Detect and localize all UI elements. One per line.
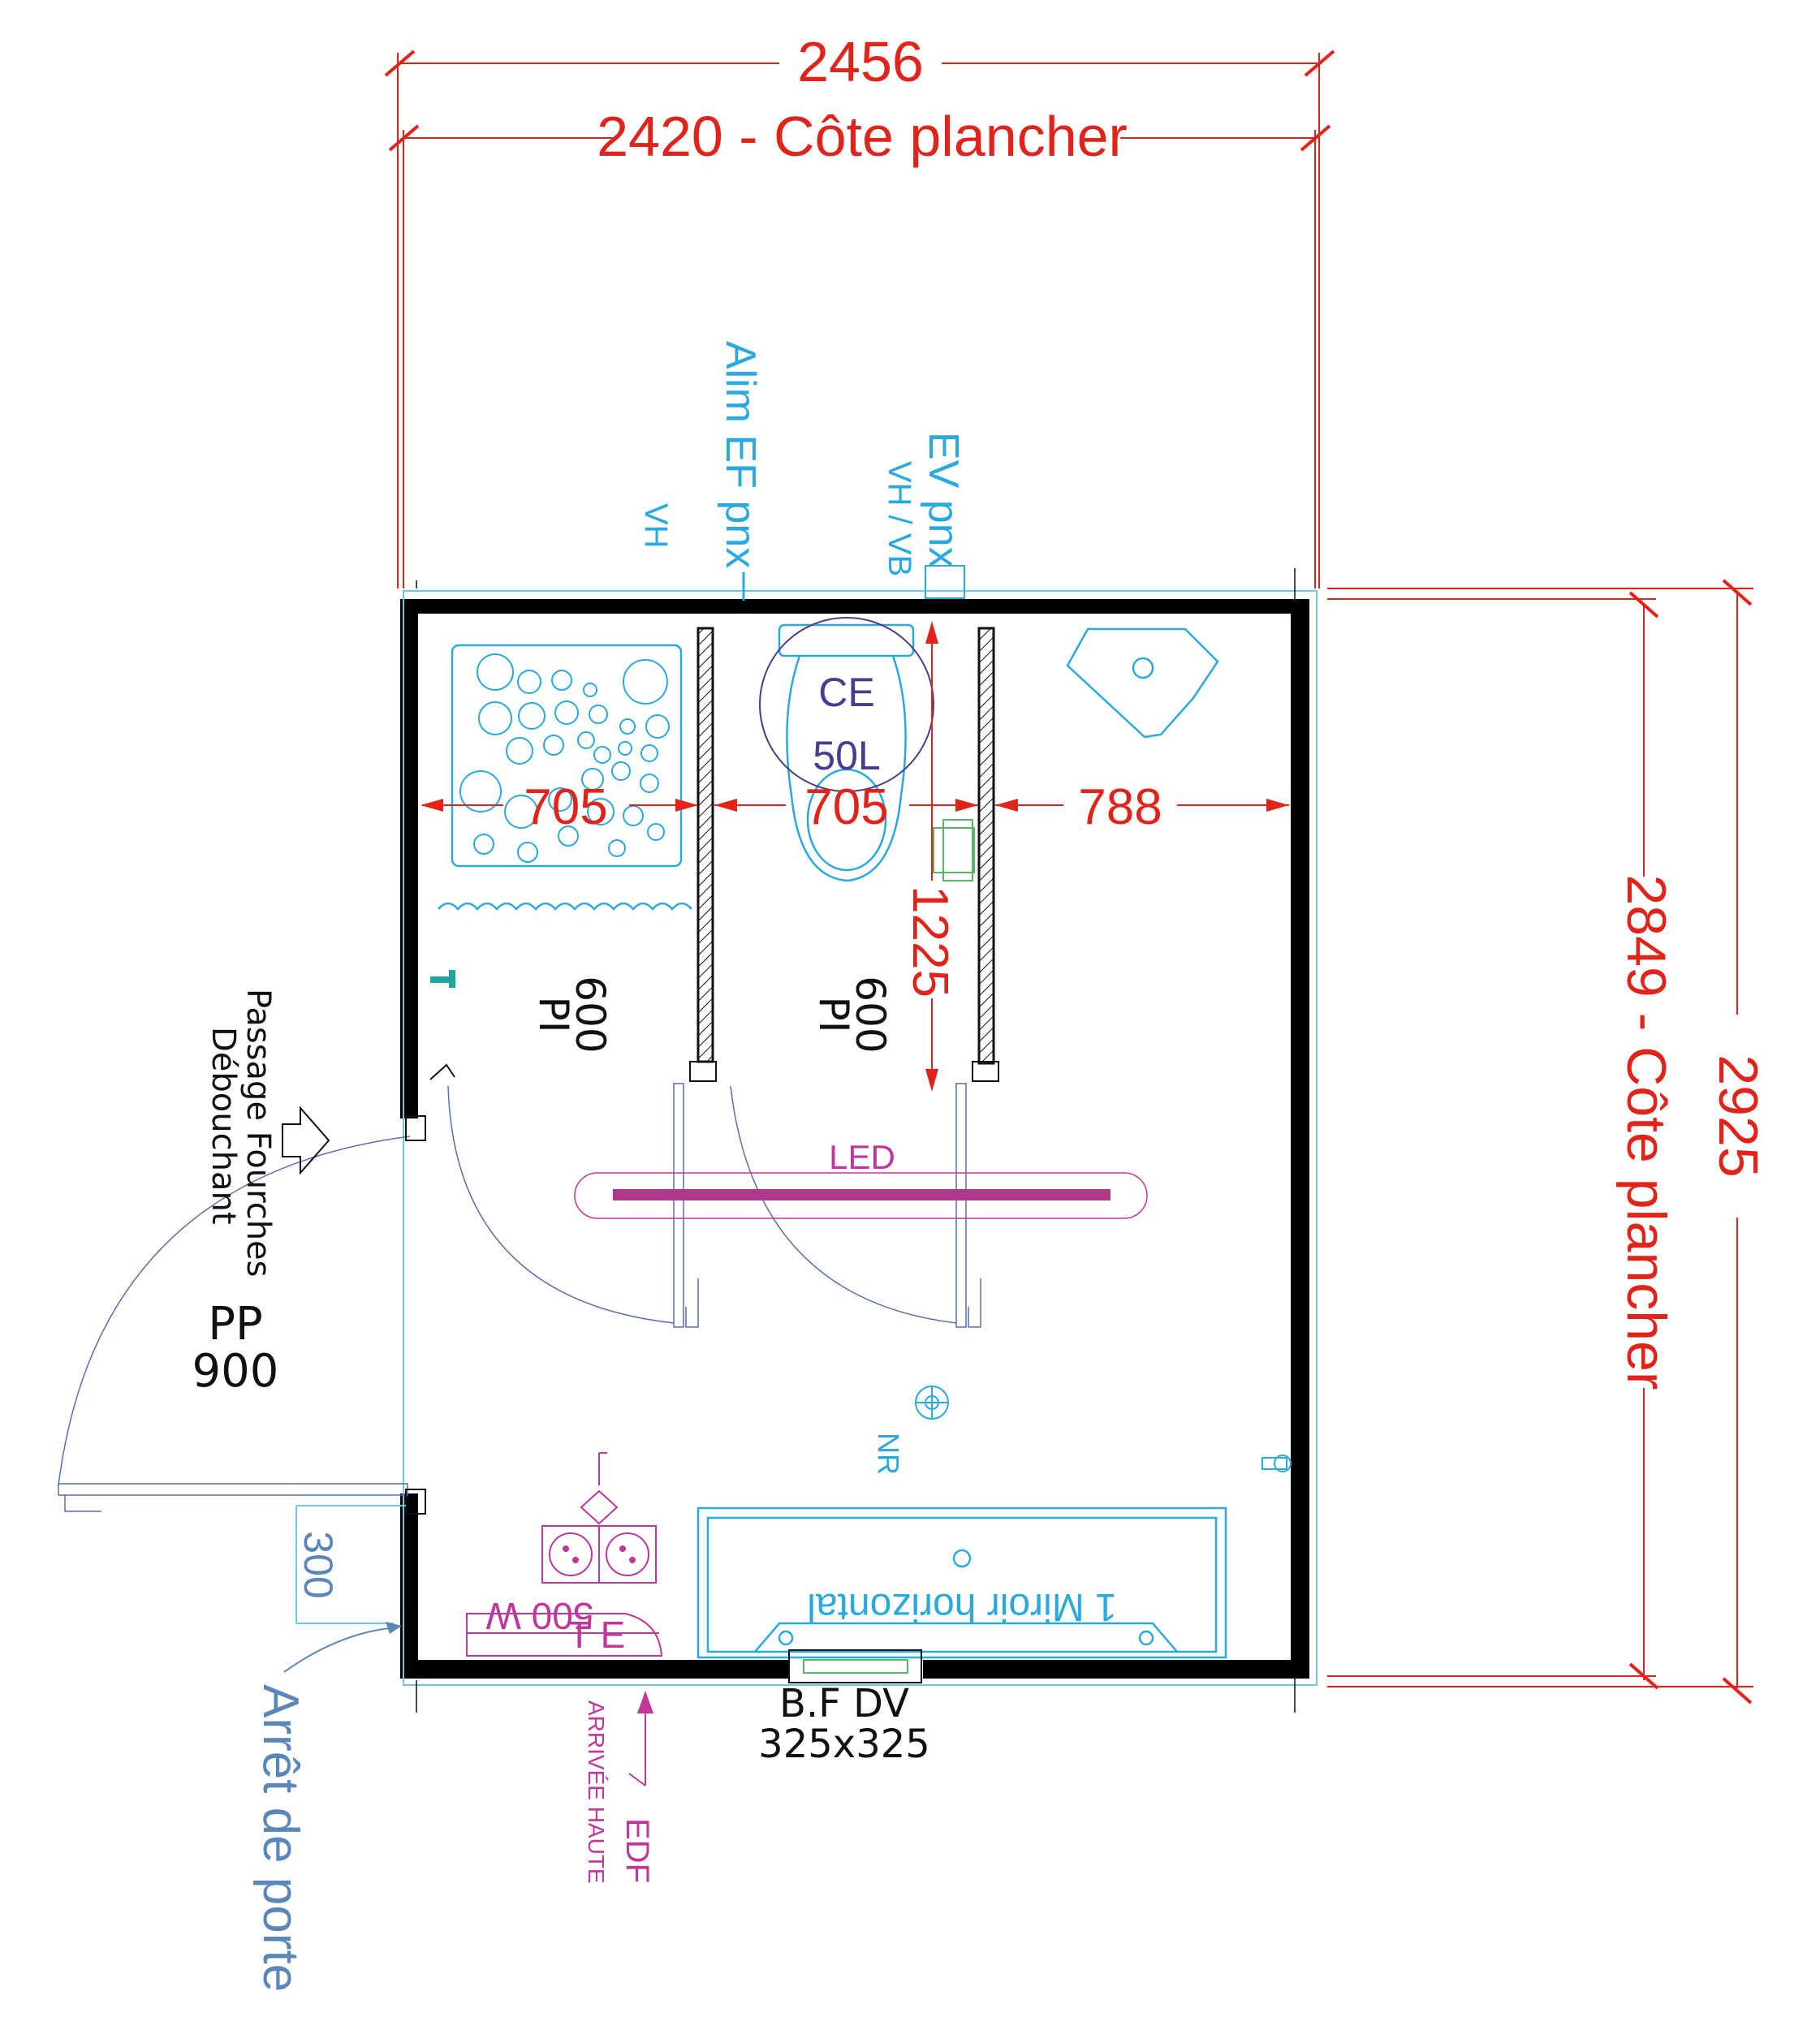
dim-2420-cote-plancher: 2420 - Côte plancher	[597, 105, 1128, 168]
svg-text:705: 705	[804, 779, 888, 835]
floor-drain: B.F DV 325x325	[758, 1649, 930, 1767]
door-stop-label: Arrêt de porte	[252, 1684, 308, 1992]
outer-walls	[400, 590, 1318, 1686]
dimension-floor-depth: 2849 - Côte plancher	[1615, 591, 1677, 1690]
door-2-size: 600	[847, 976, 894, 1053]
dim-basin-zone: 788	[995, 779, 1289, 835]
te-label: T E	[568, 1614, 626, 1656]
vh-label: VH	[638, 503, 674, 549]
shower-valve	[430, 970, 455, 988]
dim-cubicle-2: 705	[714, 779, 978, 835]
door-2-type: PI	[810, 997, 857, 1033]
dim-2456: 2456	[797, 30, 924, 93]
forklift-line2: Débouchant	[205, 1027, 242, 1225]
cubicle-door-1	[429, 1063, 699, 1328]
nr-label: NR	[872, 1433, 905, 1475]
main-door-type: PP	[208, 1298, 263, 1351]
led-light: LED	[574, 1138, 1148, 1219]
dimension-overall-depth: 2925	[1707, 579, 1769, 1705]
water-heater-ce: CE	[818, 670, 874, 715]
svg-text:1225: 1225	[902, 886, 958, 998]
dimension-floor-width: 2420 - Côte plancher	[388, 105, 1331, 168]
svg-text:788: 788	[1078, 779, 1162, 835]
svg-text:705: 705	[524, 779, 607, 835]
water-heater: CE 50L	[759, 617, 934, 792]
main-door-size: 900	[192, 1345, 279, 1398]
dim-2925: 2925	[1707, 1054, 1769, 1177]
door-stop-dimension: 300	[295, 1505, 406, 1624]
mirror-label: 1 Miroir horizontal	[807, 1585, 1116, 1628]
edf-label: EDF	[619, 1818, 655, 1883]
arrivee-haute-label: ARRIVÉE HAUTE	[584, 1700, 609, 1884]
vh-vb-label: VH / VB	[882, 461, 917, 576]
alim-ef-label: Alim EF pnx	[717, 341, 764, 568]
dim-cubicle-1: 705	[420, 779, 698, 835]
toilet	[778, 623, 915, 882]
forklift-line1: Passage Fourches	[239, 989, 277, 1278]
water-heater-50l: 50L	[813, 733, 880, 778]
dim-partition-depth: 1225	[902, 621, 958, 1092]
floor-drain-label-2: 325x325	[758, 1722, 930, 1767]
towel-holder	[1261, 1455, 1292, 1472]
dim-2849-cote-plancher: 2849 - Côte plancher	[1615, 874, 1677, 1390]
svg-text:300: 300	[295, 1531, 341, 1598]
vanity-counter: 1 Miroir horizontal	[697, 1506, 1227, 1659]
ev-pnx-label: EV pnx	[920, 432, 967, 568]
door-1-size: 600	[567, 976, 614, 1053]
electric-heater: 500 W T E	[466, 1595, 663, 1657]
entrance-door	[58, 1115, 426, 1515]
shower-tray	[438, 644, 692, 911]
floor-drain-label-1: B.F DV	[779, 1681, 909, 1726]
partition-right	[977, 627, 995, 1065]
vent-icon	[915, 1386, 949, 1420]
flush-plate	[933, 819, 975, 881]
dimension-overall-width: 2456	[384, 30, 1335, 93]
door-1-type: PI	[530, 997, 577, 1033]
cubicle-door-2	[730, 1083, 981, 1328]
forklift-arrow-icon	[282, 1106, 330, 1175]
led-label: LED	[829, 1138, 895, 1176]
heater-power: 500 W	[485, 1595, 594, 1637]
partition-left	[697, 627, 714, 1063]
electrical-panel	[541, 1452, 657, 1584]
corner-basin	[1066, 627, 1219, 739]
edf-arrival: ARRIVÉE HAUTE EDF	[584, 1691, 655, 1884]
